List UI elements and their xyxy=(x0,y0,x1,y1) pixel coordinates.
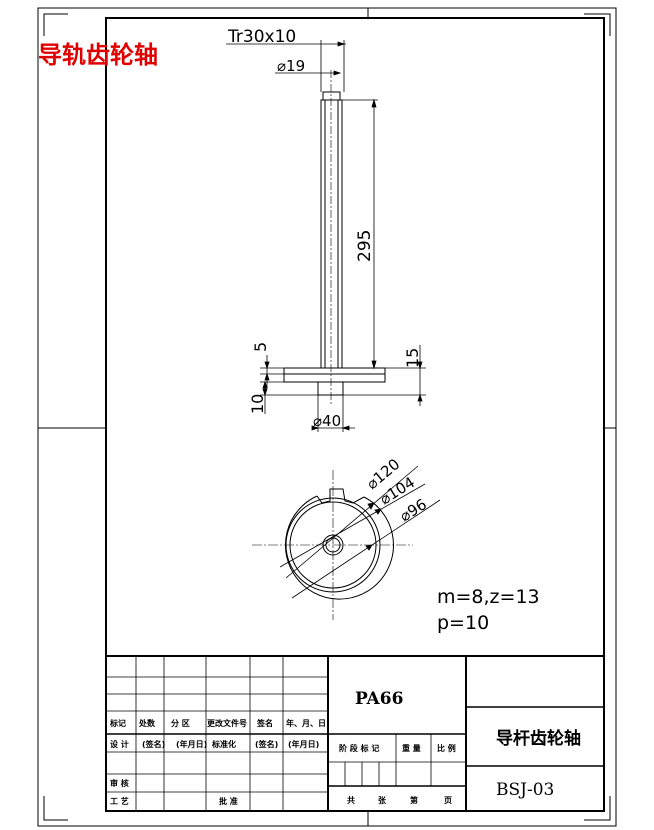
tb-sheet-num-suffix: 页 xyxy=(444,796,452,805)
tb-process-label: 工 艺 xyxy=(110,796,129,806)
tb-weight-label: 重 量 xyxy=(402,743,421,753)
dim-dia-19: ⌀19 xyxy=(277,57,305,75)
dim5-arrow-top xyxy=(264,361,270,370)
leader-dia-104 xyxy=(279,483,426,568)
dimension-dia-19 xyxy=(275,70,342,76)
dimension-10 xyxy=(260,380,318,414)
gear-param-module-teeth: m=8,z=13 xyxy=(437,586,540,608)
tb-header-zone: 分 区 xyxy=(171,718,190,728)
dia40-arrow-left xyxy=(311,425,320,431)
tb-header-signature: 签名 xyxy=(256,718,273,728)
dia40-arrow-right xyxy=(341,425,350,431)
tb-sheet-total-suffix: 张 xyxy=(378,796,387,805)
gear-top-view xyxy=(252,470,413,620)
tb-standard-label: 标准化 xyxy=(211,739,236,749)
tb-header-date: 年、月、日 xyxy=(286,718,326,728)
tb-design-label: 设 计 xyxy=(110,739,129,749)
tb-standard-date: (年月日) xyxy=(288,739,319,749)
leader-dia-96 xyxy=(291,499,441,599)
shaft-top-shoulder xyxy=(322,91,341,101)
dimension-length-295 xyxy=(340,98,378,370)
dia19-arrow xyxy=(333,70,342,76)
corner-mark-top-left xyxy=(43,13,68,36)
arrow-dia-104 xyxy=(374,508,382,515)
shaft-front-view xyxy=(283,70,386,405)
dim-5: 5 xyxy=(251,342,270,352)
dim-dia-40: ⌀40 xyxy=(313,412,341,430)
dim5-arrow-bottom xyxy=(264,372,270,381)
dim-thread-spec: Tr30x10 xyxy=(227,27,296,47)
len295-arrow-bottom xyxy=(371,360,377,370)
tb-sheet-total-prefix: 共 xyxy=(347,795,355,805)
outer-trim-frame xyxy=(37,7,617,827)
tb-check-label: 审 核 xyxy=(110,778,129,788)
corner-mark-bottom-left xyxy=(43,796,68,821)
tb-header-count: 处数 xyxy=(138,718,156,728)
dim-15: 15 xyxy=(403,348,422,368)
dim10-arrow-bottom xyxy=(262,388,268,397)
tb-approve-label: 批 准 xyxy=(219,796,238,806)
tb-scale-label: 比 例 xyxy=(437,743,456,753)
dimension-dia-40 xyxy=(311,395,355,432)
arrow-dia-120 xyxy=(367,502,375,510)
gear-dimension-leaders xyxy=(279,465,441,599)
dimension-15 xyxy=(343,345,426,406)
dimension-5 xyxy=(260,355,284,388)
tb-design-date: (年月日) xyxy=(176,739,207,749)
corner-mark-top-right xyxy=(584,13,611,36)
dim10-arrow-top xyxy=(262,380,268,389)
corner-mark-bottom-right xyxy=(584,796,611,821)
dim-length-295: 295 xyxy=(355,230,375,262)
arrow-dia-96 xyxy=(365,544,373,551)
tb-drawing-number: BSJ-03 xyxy=(496,780,554,800)
tb-header-mark: 标记 xyxy=(109,718,126,728)
tb-header-change-doc: 更改文件号 xyxy=(207,718,247,728)
dim15-arrow-bottom xyxy=(417,393,423,402)
tb-stage-label: 阶 段 标 记 xyxy=(339,743,379,753)
gear-outer-circle xyxy=(284,495,394,600)
title-block xyxy=(105,655,605,812)
len295-arrow-top xyxy=(371,98,377,108)
thread-arrow xyxy=(337,41,346,47)
shaft-body xyxy=(320,99,343,369)
tb-part-name: 导杆齿轮轴 xyxy=(496,728,581,749)
tb-material: PA66 xyxy=(355,689,403,709)
part-title-red: 导轨齿轮轴 xyxy=(38,40,158,69)
gear-notch xyxy=(316,488,365,504)
dimension-thread xyxy=(226,40,346,92)
tb-sheet-num-prefix: 第 xyxy=(410,795,418,805)
leader-dia-120 xyxy=(285,465,419,579)
dim-10: 10 xyxy=(248,394,267,414)
tb-design-sign: (签名) xyxy=(142,739,165,749)
gear-param-pitch: p=10 xyxy=(437,612,489,634)
dim-dia-96: ⌀96 xyxy=(397,495,430,525)
shaft-collar xyxy=(283,367,386,383)
dim15-arrow-top xyxy=(417,361,423,370)
tb-standard-sign: (签名) xyxy=(255,739,278,749)
shaft-hub xyxy=(317,381,344,396)
